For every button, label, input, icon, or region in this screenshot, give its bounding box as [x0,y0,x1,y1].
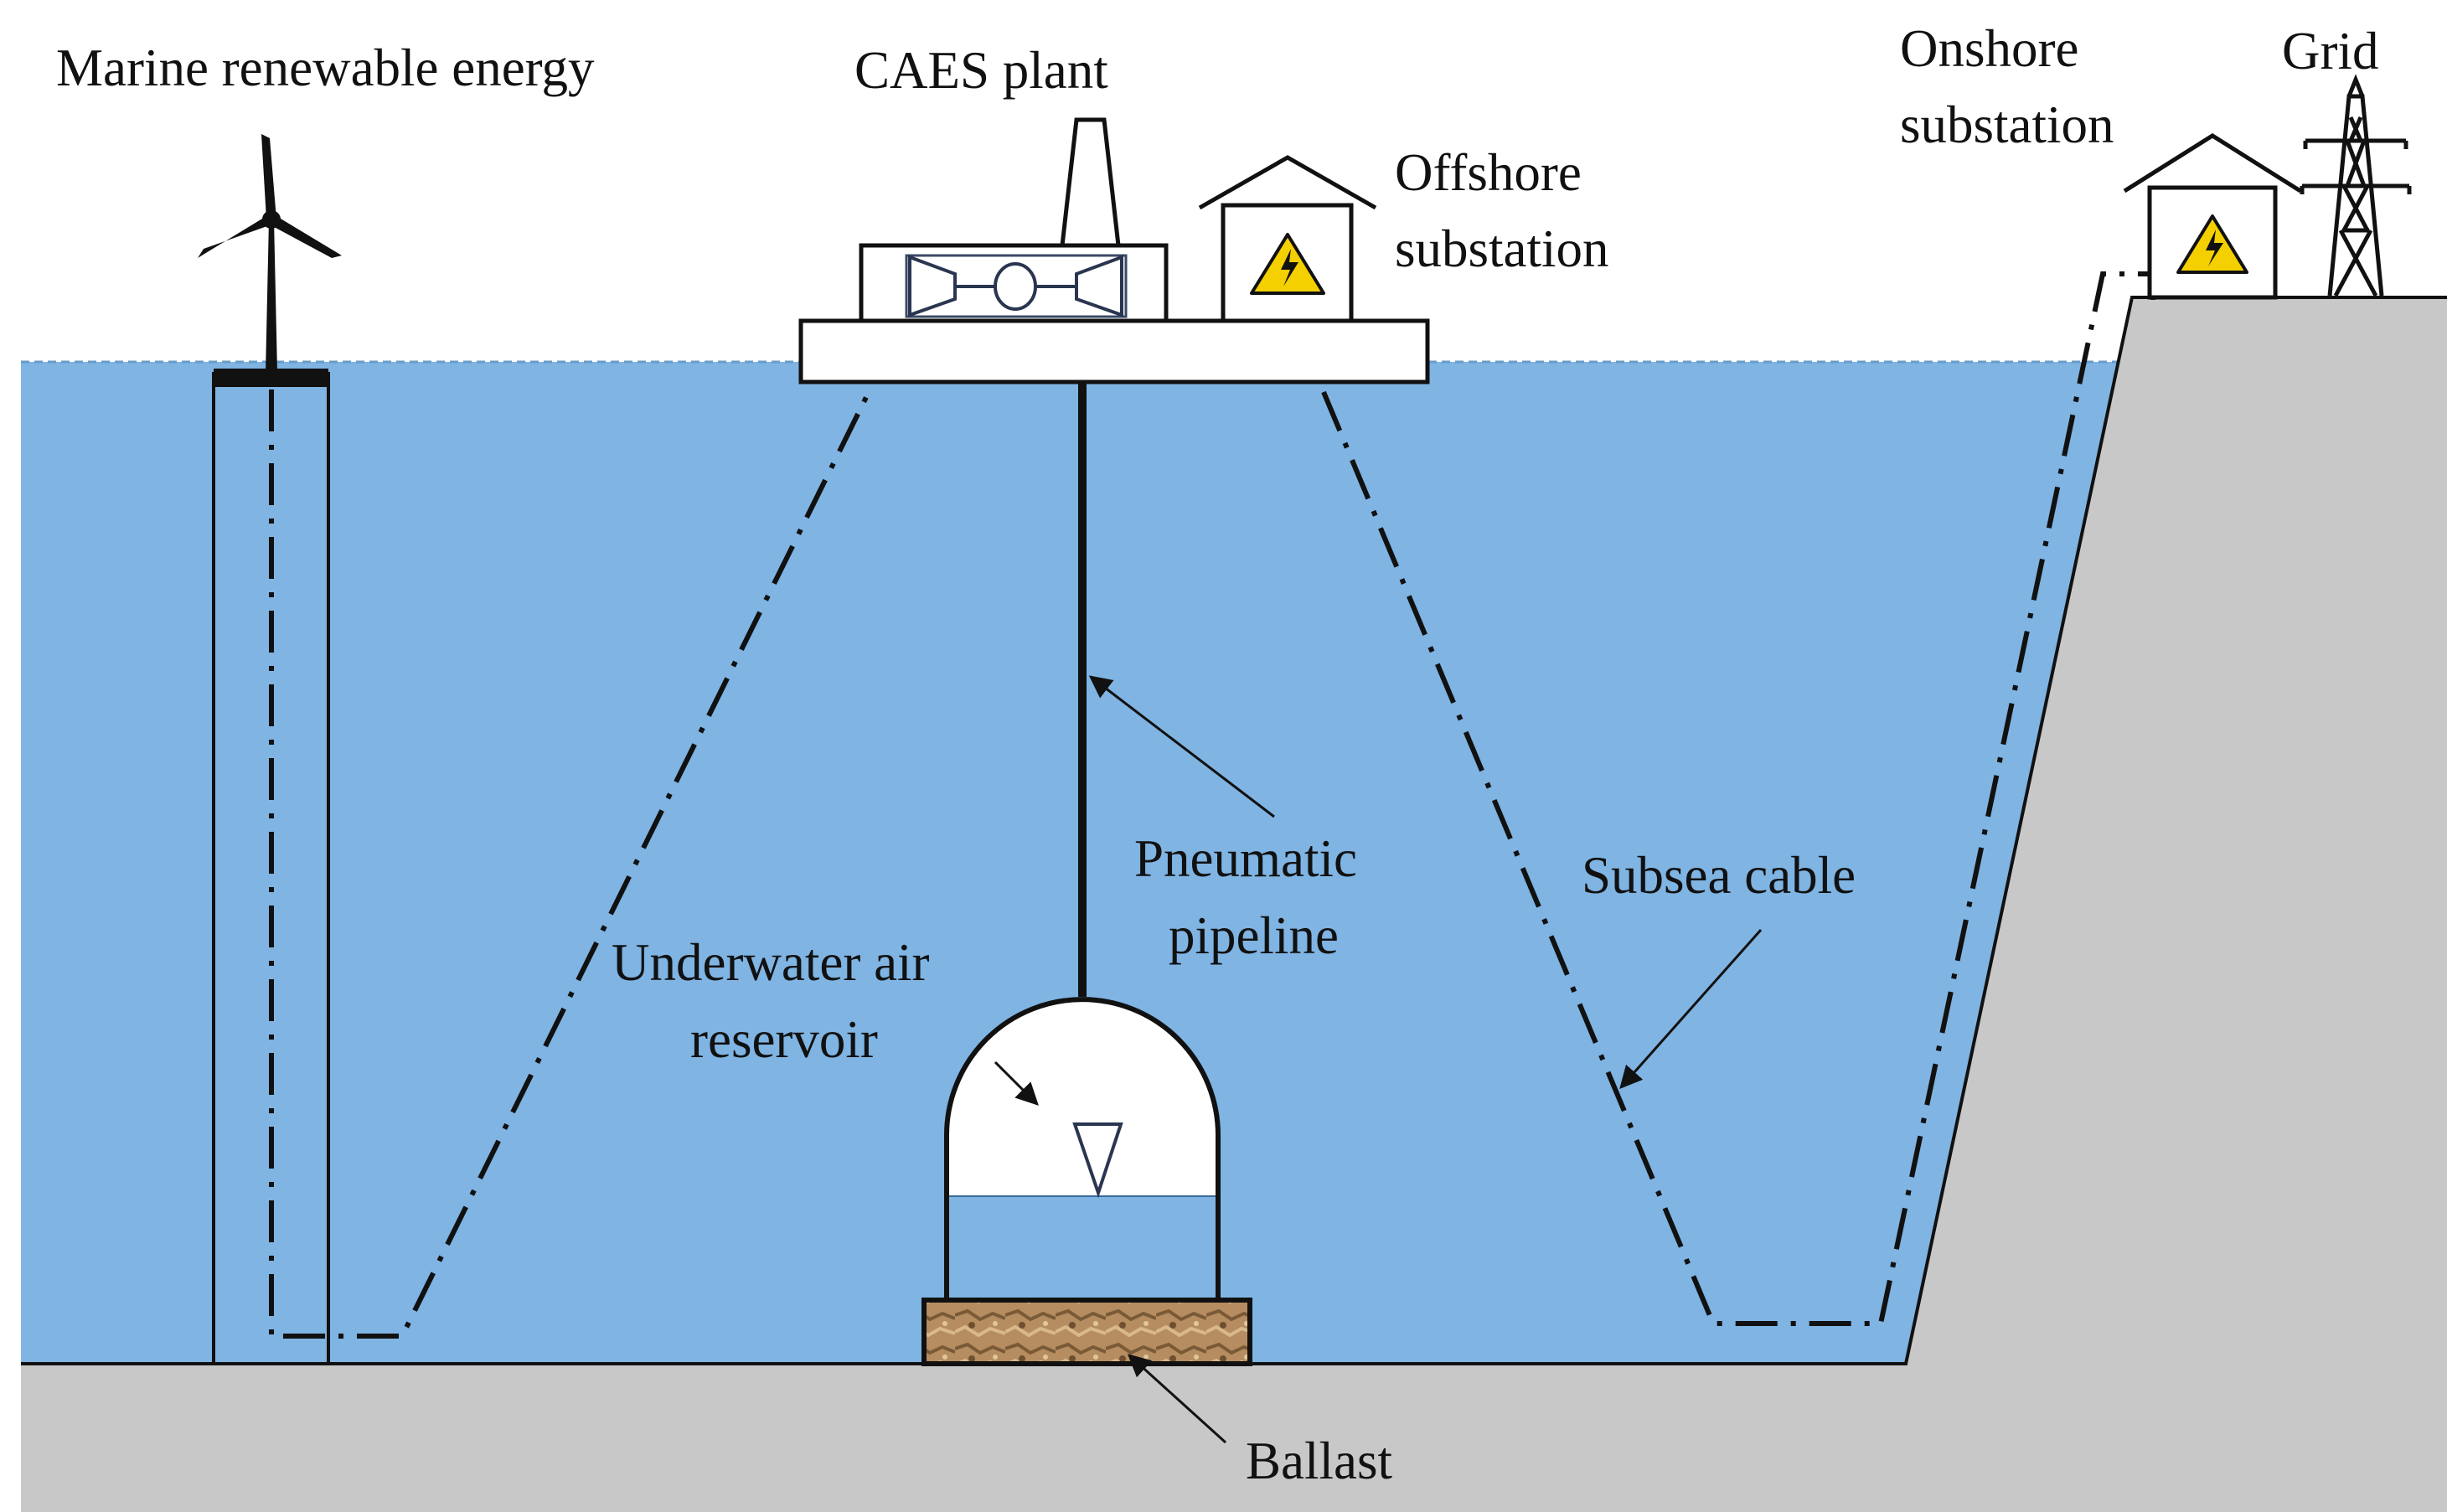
label-marine-renewable-energy: Marine renewable energy [56,39,595,97]
offshore-substation [1198,155,1377,323]
reservoir-water [947,1196,1218,1297]
reservoir-leader-line [994,1060,1039,1106]
seabed [21,297,2447,1512]
reservoir-dome-outline [944,997,1221,1300]
label-offshore-substation-line2: substation [1395,219,1609,278]
label-air-reservoir-line1: Underwater air [612,933,930,992]
wind-turbine-icon [198,134,342,258]
label-ballast: Ballast [1246,1432,1392,1490]
onshore-substation [2123,133,2302,300]
onshore-substation-roof [2123,133,2302,194]
subsea-cable-leader-line [1619,929,1763,1090]
compressor-turbine-icon [905,254,1128,318]
offshore-substation-roof [1198,155,1377,210]
caes-plant [859,117,1169,323]
turbine-tower [266,219,277,373]
label-subsea-cable: Subsea cable [1582,846,1856,905]
label-air-reservoir-line2: reservoir [690,1010,878,1069]
label-onshore-substation-line2: substation [1900,95,2114,154]
label-onshore-substation-line1: Onshore [1900,19,2078,78]
high-voltage-warning-icon [1250,233,1325,295]
underwater-air-reservoir [944,997,1221,1300]
ballast-leader-line [1127,1354,1227,1444]
label-pneumatic-pipeline-line1: Pneumatic [1134,829,1357,888]
label-caes-plant: CAES plant [854,41,1108,100]
floating-platform [798,318,1430,384]
label-grid: Grid [2282,22,2378,80]
label-pneumatic-pipeline-line2: pipeline [1169,906,1339,965]
transmission-tower-icon [2300,74,2412,297]
pipeline-leader-line [1088,675,1275,818]
ballast-block [921,1298,1252,1366]
water-level-marker-icon [1072,1122,1123,1199]
high-voltage-warning-icon [2176,214,2248,274]
turbine-base [214,369,328,387]
caes-chimney [1060,117,1121,246]
label-offshore-substation-line1: Offshore [1395,143,1582,202]
subsea-cable-left [269,385,874,1339]
